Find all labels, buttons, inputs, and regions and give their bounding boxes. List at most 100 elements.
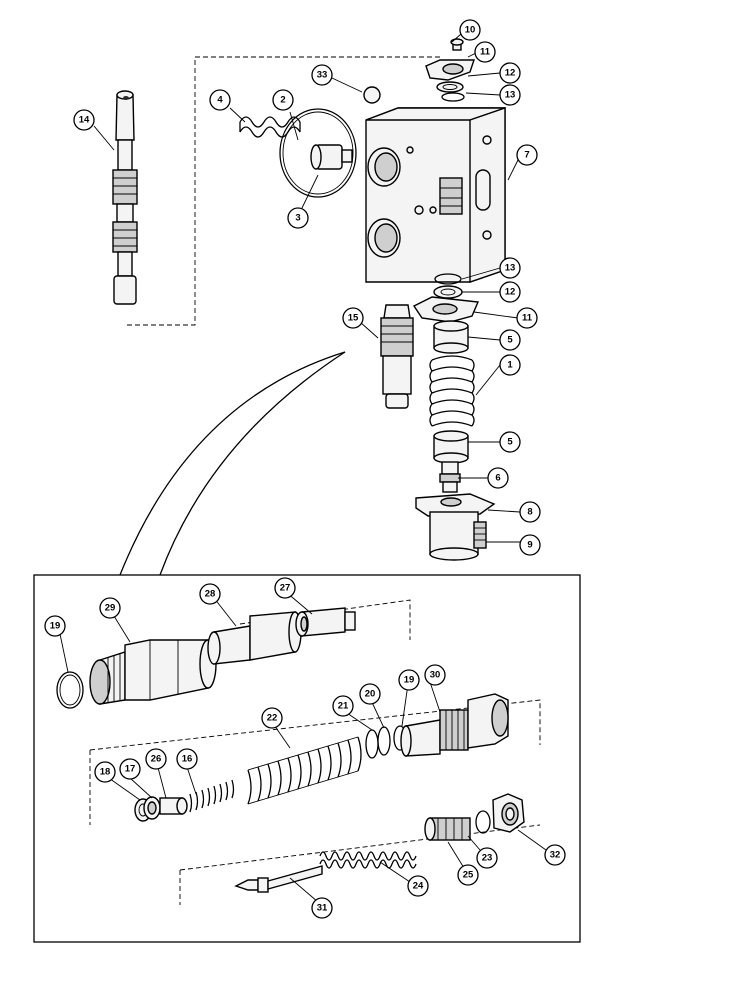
ring-20 [377, 726, 391, 756]
callout-15-label: 15 [348, 313, 359, 324]
callout-28: 28 [199, 583, 221, 605]
callout-26: 26 [145, 748, 167, 770]
callout-32: 32 [544, 844, 566, 866]
callout-12-top: 12 [499, 62, 521, 84]
callout-20: 20 [359, 683, 381, 705]
detail-connector-curve-1 [119, 351, 346, 576]
callout-24-label: 24 [413, 881, 424, 892]
callout-5-lower-label: 5 [507, 437, 513, 448]
callout-27-label: 27 [280, 583, 291, 594]
callout-4-label: 4 [217, 95, 223, 106]
callout-22-label: 22 [267, 713, 278, 724]
plug-3 [310, 144, 353, 170]
callout-8-label: 8 [527, 507, 532, 518]
o-ring-13-bottom [434, 273, 462, 285]
end-cap-8 [415, 493, 496, 561]
callout-18-label: 18 [100, 767, 111, 778]
washer-12-top [436, 81, 464, 93]
relief-valve-15 [380, 304, 414, 409]
callout-17: 17 [119, 758, 141, 780]
callout-16-label: 16 [182, 754, 193, 765]
callout-19-right: 19 [398, 669, 420, 691]
callout-29-label: 29 [105, 603, 116, 614]
screw-9 [473, 521, 487, 549]
spring-22 [247, 736, 362, 805]
pin-26 [159, 797, 188, 815]
sleeve-25 [424, 817, 471, 841]
callout-13-top: 13 [499, 84, 521, 106]
housing-29 [89, 639, 217, 705]
callout-27: 27 [274, 577, 296, 599]
callout-10: 10 [459, 19, 481, 41]
nut-32 [492, 793, 525, 833]
callout-12-top-label: 12 [505, 68, 516, 79]
callout-24: 24 [407, 875, 429, 897]
detail-connector-curve-2 [159, 351, 346, 576]
callout-23: 23 [476, 847, 498, 869]
callout-13-bottom-label: 13 [505, 263, 516, 274]
spool-bracket [125, 56, 440, 326]
washer-12-bottom [433, 285, 463, 299]
flange-11-top [425, 59, 475, 81]
detail-inset-frame [33, 574, 581, 943]
stem-6 [439, 461, 461, 493]
spool-14 [112, 90, 138, 305]
callout-6: 6 [487, 467, 509, 489]
callout-19-left-label: 19 [50, 621, 61, 632]
ring-21 [365, 729, 379, 759]
callout-33: 33 [311, 64, 333, 86]
screw-10 [450, 38, 464, 51]
adjuster-30 [400, 693, 509, 757]
callout-5-lower: 5 [499, 431, 521, 453]
callout-13-bottom: 13 [499, 257, 521, 279]
callout-1-label: 1 [507, 360, 513, 371]
callout-1: 1 [499, 354, 521, 376]
callout-23-label: 23 [482, 853, 493, 864]
callout-14-label: 14 [79, 115, 90, 126]
o-ring-13-top [441, 92, 465, 102]
callout-18: 18 [94, 761, 116, 783]
callout-21: 21 [332, 695, 354, 717]
callout-4: 4 [209, 89, 231, 111]
callout-11-bottom: 11 [516, 307, 538, 329]
callout-12-bottom-label: 12 [505, 287, 516, 298]
callout-2-label: 2 [280, 95, 285, 106]
callout-12-bottom: 12 [499, 281, 521, 303]
callout-25: 25 [457, 864, 479, 886]
poppet-17 [143, 796, 161, 820]
main-spring-1 [429, 355, 475, 427]
callout-13-top-label: 13 [505, 90, 516, 101]
leader-lines [59, 33, 547, 903]
o-ring-2 [279, 108, 357, 198]
callout-11-top-label: 11 [480, 47, 491, 58]
callout-2: 2 [272, 89, 294, 111]
callout-10-label: 10 [465, 25, 476, 36]
spring-24 [319, 851, 417, 861]
callout-31-label: 31 [317, 903, 328, 914]
callout-9: 9 [519, 534, 541, 556]
sleeve-27 [295, 607, 356, 637]
callout-26-label: 26 [151, 754, 162, 765]
callout-20-label: 20 [365, 689, 376, 700]
callout-11-top: 11 [474, 41, 496, 63]
callout-17-label: 17 [125, 764, 136, 775]
callout-7-label: 7 [524, 150, 529, 161]
o-ring-19-left [56, 671, 84, 709]
ball-33 [363, 86, 381, 104]
callout-21-label: 21 [338, 701, 349, 712]
callout-15: 15 [342, 307, 364, 329]
callout-5-upper: 5 [499, 329, 521, 351]
callout-22: 22 [261, 707, 283, 729]
spring-16 [189, 779, 235, 813]
flange-11-bottom [412, 296, 480, 323]
valve-body-7 [365, 107, 506, 283]
callout-30-label: 30 [430, 670, 441, 681]
callout-25-label: 25 [463, 870, 474, 881]
callout-28-label: 28 [205, 589, 216, 600]
ring-23 [475, 810, 491, 834]
callout-30: 30 [424, 664, 446, 686]
callout-3-label: 3 [295, 213, 300, 224]
callout-31: 31 [311, 897, 333, 919]
needle-31 [234, 865, 323, 893]
callout-7: 7 [516, 144, 538, 166]
